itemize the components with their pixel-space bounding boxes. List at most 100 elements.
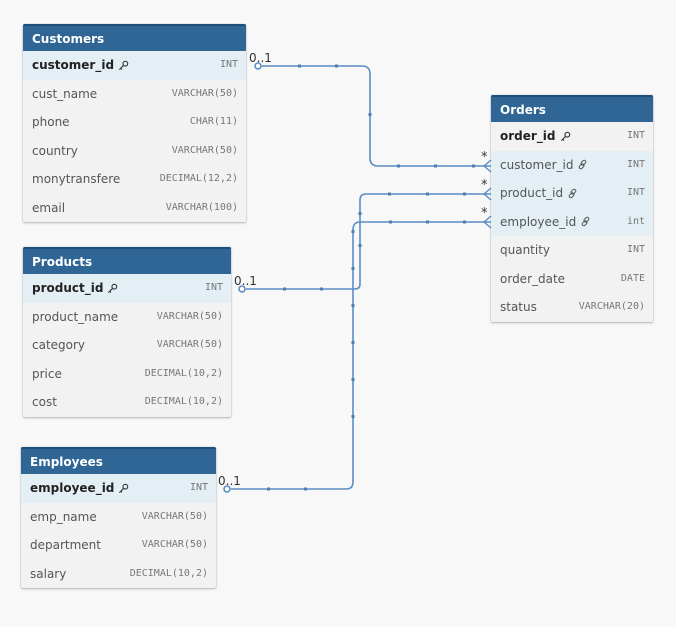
- waypoint-dot: [463, 192, 466, 196]
- column-row[interactable]: status VARCHAR(20): [491, 293, 653, 322]
- table-title[interactable]: Orders: [491, 95, 653, 122]
- link-icon: [568, 188, 577, 199]
- waypoint-dot: [426, 192, 429, 196]
- column-row[interactable]: quantity INT: [491, 236, 653, 265]
- column-row[interactable]: country VARCHAR(50): [23, 137, 246, 166]
- relationship-products-orders[interactable]: [246, 193, 484, 290]
- waypoint-dot: [304, 487, 307, 491]
- column-name: department: [30, 538, 101, 552]
- table-employees[interactable]: Employees employee_id INT emp_name VARCH…: [21, 447, 216, 588]
- waypoint-dot: [368, 113, 372, 116]
- cardinality-label: *: [481, 206, 488, 221]
- column-row[interactable]: phone CHAR(11): [23, 108, 246, 137]
- column-type: VARCHAR(100): [165, 201, 238, 213]
- table-customers[interactable]: Customers customer_id INT cust_name VARC…: [23, 24, 246, 222]
- column-row[interactable]: monytransfere DECIMAL(12,2): [23, 165, 246, 194]
- waypoint-dot: [320, 287, 323, 291]
- waypoint-dot: [358, 244, 362, 247]
- column-name: cust_name: [32, 86, 98, 101]
- column-name: cost: [32, 395, 57, 409]
- column-name: emp_name: [30, 509, 97, 524]
- column-row[interactable]: order_id INT: [491, 122, 653, 151]
- column-type: INT: [189, 482, 208, 493]
- link-icon: [581, 216, 590, 227]
- column-name: quantity: [500, 243, 551, 257]
- waypoint-dot: [335, 64, 338, 68]
- waypoint-dot: [351, 304, 355, 307]
- cardinality-label: 0..1: [249, 51, 272, 65]
- column-type: VARCHAR(50): [171, 87, 238, 99]
- waypoint-dot: [397, 164, 400, 168]
- waypoint-dot: [463, 220, 466, 224]
- column-name: phone: [32, 115, 70, 129]
- table-title[interactable]: Products: [23, 247, 231, 274]
- column-row[interactable]: salary DECIMAL(10,2): [21, 560, 216, 589]
- column-row[interactable]: department VARCHAR(50): [21, 531, 216, 560]
- waypoint-dot: [283, 287, 286, 291]
- waypoint-dot: [298, 64, 301, 68]
- table-title[interactable]: Customers: [23, 24, 246, 51]
- column-row[interactable]: cost DECIMAL(10,2): [23, 388, 231, 417]
- column-type: VARCHAR(50): [156, 339, 223, 350]
- waypoint-dot: [351, 230, 355, 233]
- waypoint-dot: [358, 212, 362, 215]
- column-row[interactable]: employee_id INT: [21, 474, 216, 503]
- column-name: email: [32, 200, 66, 215]
- column-row[interactable]: email VARCHAR(100): [23, 194, 246, 223]
- column-name: product_id: [32, 281, 104, 295]
- column-type: DECIMAL(10,2): [129, 567, 208, 579]
- cardinality-label: 0..1: [234, 274, 257, 288]
- waypoint-dot: [434, 164, 437, 168]
- waypoint-dot: [351, 341, 355, 344]
- column-row[interactable]: category VARCHAR(50): [23, 331, 231, 360]
- waypoint-dot: [472, 164, 475, 168]
- waypoint-dot: [351, 415, 355, 418]
- column-type: INT: [626, 130, 645, 141]
- column-type: DECIMAL(10,2): [144, 367, 223, 379]
- column-type: CHAR(11): [189, 116, 238, 127]
- column-name: country: [32, 143, 78, 158]
- column-name: monytransfere: [32, 172, 121, 186]
- column-type: VARCHAR(50): [141, 510, 208, 522]
- waypoint-dot: [426, 220, 429, 224]
- waypoint-dot: [389, 220, 392, 224]
- relationship-employees-orders[interactable]: [231, 221, 484, 490]
- column-row[interactable]: emp_name VARCHAR(50): [21, 503, 216, 532]
- column-row[interactable]: customer_id INT: [491, 150, 653, 179]
- column-type: VARCHAR(50): [171, 144, 238, 156]
- column-type: INT: [626, 158, 645, 170]
- column-name: category: [32, 338, 86, 352]
- column-name: customer_id: [32, 58, 115, 72]
- column-row[interactable]: product_id INT: [23, 274, 231, 303]
- column-row[interactable]: cust_name VARCHAR(50): [23, 80, 246, 109]
- cardinality-label: 0..1: [218, 474, 241, 488]
- column-type: INT: [626, 187, 645, 198]
- column-name: price: [32, 366, 62, 381]
- cardinality-label: *: [481, 150, 488, 165]
- waypoint-dot: [267, 487, 270, 491]
- column-type: DECIMAL(12,2): [159, 173, 238, 184]
- column-name: customer_id: [500, 157, 574, 172]
- column-row[interactable]: price DECIMAL(10,2): [23, 360, 231, 389]
- column-row[interactable]: customer_id INT: [23, 51, 246, 80]
- waypoint-dot: [388, 192, 391, 196]
- column-row[interactable]: employee_id int: [491, 207, 653, 236]
- column-type: DATE: [620, 272, 645, 284]
- column-row[interactable]: order_date DATE: [491, 265, 653, 294]
- column-name: employee_id: [30, 481, 115, 495]
- table-orders[interactable]: Orders order_id INT customer_id INT prod…: [491, 95, 653, 322]
- column-type: INT: [626, 244, 645, 255]
- column-row[interactable]: product_name VARCHAR(50): [23, 303, 231, 332]
- column-name: product_name: [32, 309, 119, 324]
- column-name: product_id: [500, 186, 564, 200]
- column-name: status: [500, 300, 537, 314]
- waypoint-dot: [351, 378, 355, 381]
- table-products[interactable]: Products product_id INT product_name VAR…: [23, 247, 231, 417]
- waypoint-dot: [351, 267, 355, 270]
- key-icon: [560, 131, 570, 141]
- table-title[interactable]: Employees: [21, 447, 216, 474]
- column-row[interactable]: product_id INT: [491, 179, 653, 208]
- key-icon: [108, 283, 118, 293]
- relationship-customers-orders[interactable]: [262, 65, 484, 167]
